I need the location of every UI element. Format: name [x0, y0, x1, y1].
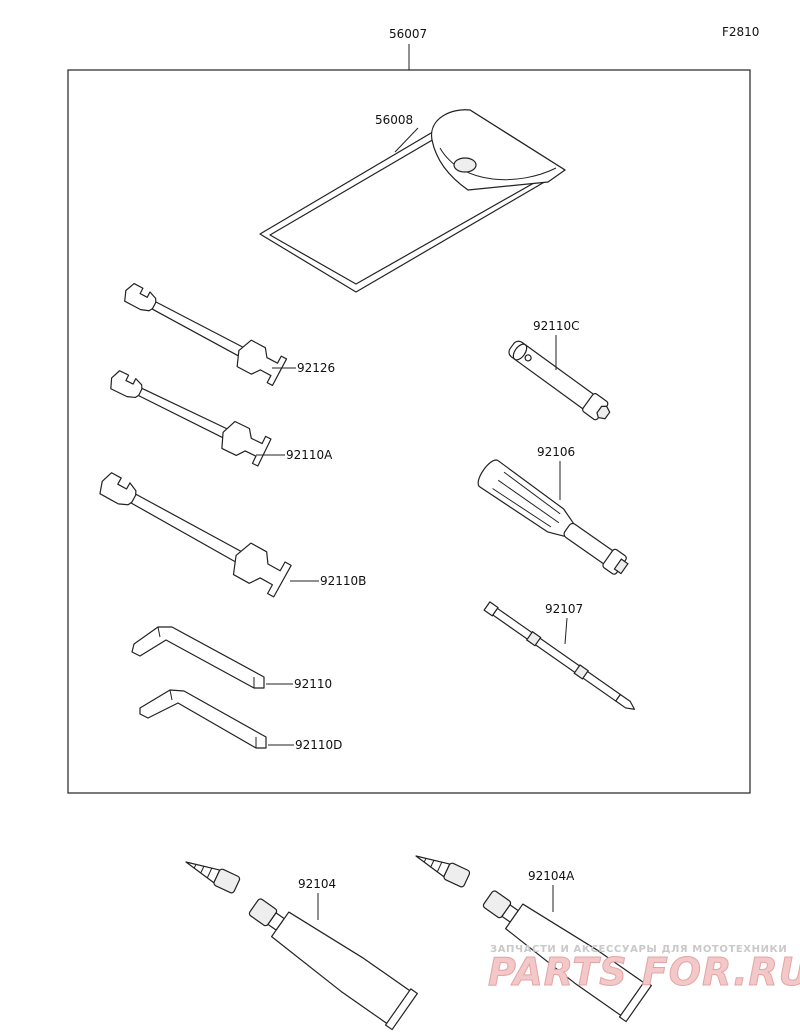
- tool-bag[interactable]: [259, 109, 566, 293]
- handle-92106-icon[interactable]: [474, 457, 633, 582]
- spanner-92126-label[interactable]: 92126: [297, 361, 335, 375]
- spanner-92110a-icon[interactable]: [105, 365, 272, 467]
- hex-key-92110d-icon[interactable]: [139, 689, 267, 749]
- tube-92104-nozzle-icon: [185, 861, 241, 894]
- watermark-brand: PARTS FOR.RU: [488, 950, 800, 994]
- plug-wrench-92110c-label[interactable]: 92110C: [533, 319, 580, 333]
- tube-92104-body-icon: [248, 898, 418, 1031]
- plug-wrench-92110c-icon[interactable]: [505, 337, 613, 424]
- handle-92106-label[interactable]: 92106: [537, 445, 575, 459]
- hex-key-92110-icon[interactable]: [131, 626, 265, 689]
- spanner-92126-icon[interactable]: [119, 277, 288, 387]
- spanner-92110b-label[interactable]: 92110B: [320, 574, 366, 588]
- tool-bag-label[interactable]: 56008: [375, 113, 413, 127]
- kit-frame: [67, 69, 751, 794]
- tube-92104a-nozzle-icon: [415, 855, 471, 888]
- screwdriver-92107-icon[interactable]: [483, 601, 637, 713]
- tool-bag-leader: [394, 127, 419, 153]
- hex-key-92110d-label[interactable]: 92110D: [295, 738, 342, 752]
- screwdriver-92107-label[interactable]: 92107: [545, 602, 583, 616]
- tube-92104-icon[interactable]: [182, 854, 418, 1031]
- kit-part-number[interactable]: 56007: [389, 27, 427, 41]
- hex-key-92110-label[interactable]: 92110: [294, 677, 332, 691]
- figure-code: F2810: [722, 25, 759, 39]
- screwdriver-92107-leader: [564, 617, 568, 645]
- watermark-tagline: ЗАПЧАСТИ И АКСЕССУАРЫ ДЛЯ МОТОТЕХНИКИ: [490, 944, 787, 955]
- tube-92104a-label[interactable]: 92104A: [528, 869, 575, 883]
- tube-92104-label[interactable]: 92104: [298, 877, 336, 891]
- spanner-92110a-label[interactable]: 92110A: [286, 448, 333, 462]
- tube-92104a-body-icon: [482, 890, 652, 1023]
- spanner-92110b-icon[interactable]: [94, 466, 292, 598]
- tube-92104a-icon[interactable]: [412, 848, 652, 1023]
